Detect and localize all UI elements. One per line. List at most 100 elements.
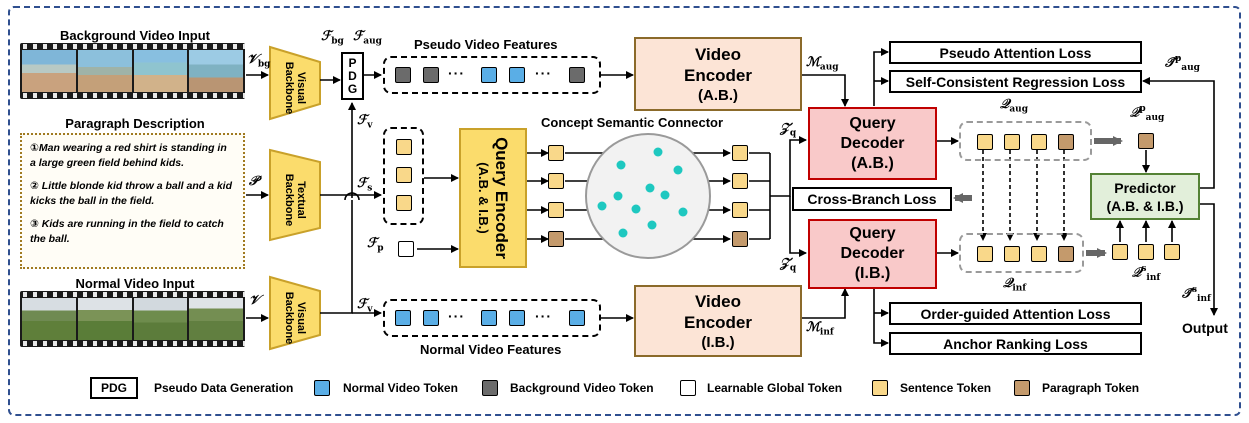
video-encoder-ib-title: Video Encoder: [683, 291, 753, 332]
sentence-1: ①Man wearing a red shirt is standing in …: [30, 142, 227, 169]
paragraph-token: [732, 231, 748, 247]
ellipsis: ···: [448, 308, 465, 324]
sentence-token: [548, 202, 564, 218]
sentence-token: [1031, 134, 1047, 150]
sentence-3: ③ Kids are running in the field to catch…: [30, 218, 224, 245]
pseudo-features-group: ··· ···: [383, 56, 601, 94]
z-q-symbol-bottom: 𝒵q: [780, 256, 797, 274]
self-consistent-regression-loss: Self-Consistent Regression Loss: [889, 70, 1142, 93]
normal-token: [481, 67, 497, 83]
normal-features-group: ··· ···: [383, 299, 601, 337]
query-encoder: Query Encoder (A.B. & I.B.): [459, 128, 527, 268]
f-v-symbol-top: ℱv: [357, 113, 373, 131]
paragraph-token: [1058, 246, 1074, 262]
q-inf-group: [959, 233, 1084, 273]
predictor-branch: (A.B. & I.B.): [1106, 197, 1184, 214]
query-decoder-ab-title: Query Decoder: [840, 114, 905, 152]
legend-pdg-box: PDG: [90, 377, 138, 399]
legend-normal-token-swatch: [314, 380, 330, 396]
f-bg-symbol: ℱbg: [321, 29, 344, 47]
video-frame: [22, 298, 76, 340]
video-frame: [189, 298, 243, 340]
f-p-symbol: ℱp: [367, 236, 384, 254]
background-video-filmstrip: [20, 43, 245, 99]
predictor: Predictor (A.B. & I.B.): [1090, 173, 1200, 220]
sentence-token: [1004, 134, 1020, 150]
normal-video-title: Normal Video Input: [75, 276, 195, 291]
legend-normal-token: Normal Video Token: [343, 381, 458, 395]
legend-sentence-token: Sentence Token: [900, 381, 992, 395]
video-encoder-ab-title: Video Encoder: [683, 44, 753, 85]
video-encoder-ab-branch: (A.B.): [698, 86, 738, 104]
anchor-ranking-loss: Anchor Ranking Loss: [889, 332, 1142, 355]
learnable-global-token: [398, 241, 414, 257]
m-inf-symbol: ℳinf: [806, 320, 834, 338]
concept-points: [597, 147, 688, 238]
sentence-token: [732, 173, 748, 189]
f-s-symbol: ℱs: [357, 176, 373, 194]
background-token: [423, 67, 439, 83]
order-guided-attention-loss: Order-guided Attention Loss: [889, 302, 1142, 325]
sentence-token: [1031, 246, 1047, 262]
video-frame: [133, 50, 188, 92]
sentence-token: [1004, 246, 1020, 262]
legend-background-token: Background Video Token: [510, 381, 654, 395]
sentence-token: [548, 145, 564, 161]
z-q-symbol-top: 𝒵q: [780, 121, 797, 139]
output-label: Output: [1182, 320, 1228, 336]
normal-token: [395, 310, 411, 326]
ellipsis: ···: [535, 65, 552, 81]
legend-sentence-token-swatch: [872, 380, 888, 396]
sentence-token: [1112, 244, 1128, 260]
f-v-symbol-bottom: ℱv: [357, 297, 373, 315]
video-frame: [22, 50, 76, 92]
textual-backbone-label: Textual Backbone: [283, 173, 307, 227]
visual-backbone-bottom-label: Visual Backbone: [283, 291, 307, 345]
sentence-token: [396, 167, 412, 183]
video-encoder-ib-branch: (I.B.): [701, 333, 735, 351]
paragraph-token: [1058, 134, 1074, 150]
legend-global-token: Learnable Global Token: [707, 381, 843, 395]
t-aug-p-symbol: 𝒯̂paug: [1165, 54, 1200, 73]
f-aug-symbol: ℱaug: [353, 29, 382, 47]
query-decoder-ab: Query Decoder (A.B.): [808, 107, 937, 180]
sentence-token: [1138, 244, 1154, 260]
outer-frame: [8, 6, 1241, 416]
legend-background-token-swatch: [482, 380, 498, 396]
video-frame: [77, 50, 132, 92]
normal-token: [481, 310, 497, 326]
normal-video-filmstrip: [20, 291, 245, 347]
ellipsis: ···: [448, 65, 465, 81]
query-decoder-ab-branch: (A.B.): [851, 154, 894, 172]
legend-pdg-text: Pseudo Data Generation: [154, 381, 294, 395]
video-frame: [133, 298, 188, 340]
legend-paragraph-token-swatch: [1014, 380, 1030, 396]
q-inf-symbol: 𝒬inf: [1003, 276, 1027, 294]
query-decoder-ib: Query Decoder (I.B.): [808, 219, 937, 289]
video-frame: [77, 298, 132, 340]
p-symbol: 𝒫: [249, 174, 259, 189]
legend-global-token-swatch: [680, 380, 696, 396]
background-video-title: Background Video Input: [60, 28, 210, 43]
sentence-token: [977, 134, 993, 150]
query-encoder-label: Query Encoder (A.B. & I.B.): [476, 137, 511, 259]
sentence-token: [396, 139, 412, 155]
sentence-token: [977, 246, 993, 262]
normal-token: [569, 310, 585, 326]
paragraph-token: [1138, 133, 1154, 149]
sentence-features-group: [383, 127, 424, 225]
paragraph-token: [548, 231, 564, 247]
v-symbol: 𝒱: [249, 293, 260, 308]
sentence-token: [732, 202, 748, 218]
q-aug-group: [959, 121, 1092, 161]
q-inf-s-symbol: 𝒬sinf: [1132, 264, 1161, 283]
pseudo-features-label: Pseudo Video Features: [414, 37, 558, 52]
visual-backbone-top-label: Visual Backbone: [283, 61, 307, 115]
sentence-token: [732, 145, 748, 161]
normal-token: [509, 310, 525, 326]
sentence-token: [1164, 244, 1180, 260]
